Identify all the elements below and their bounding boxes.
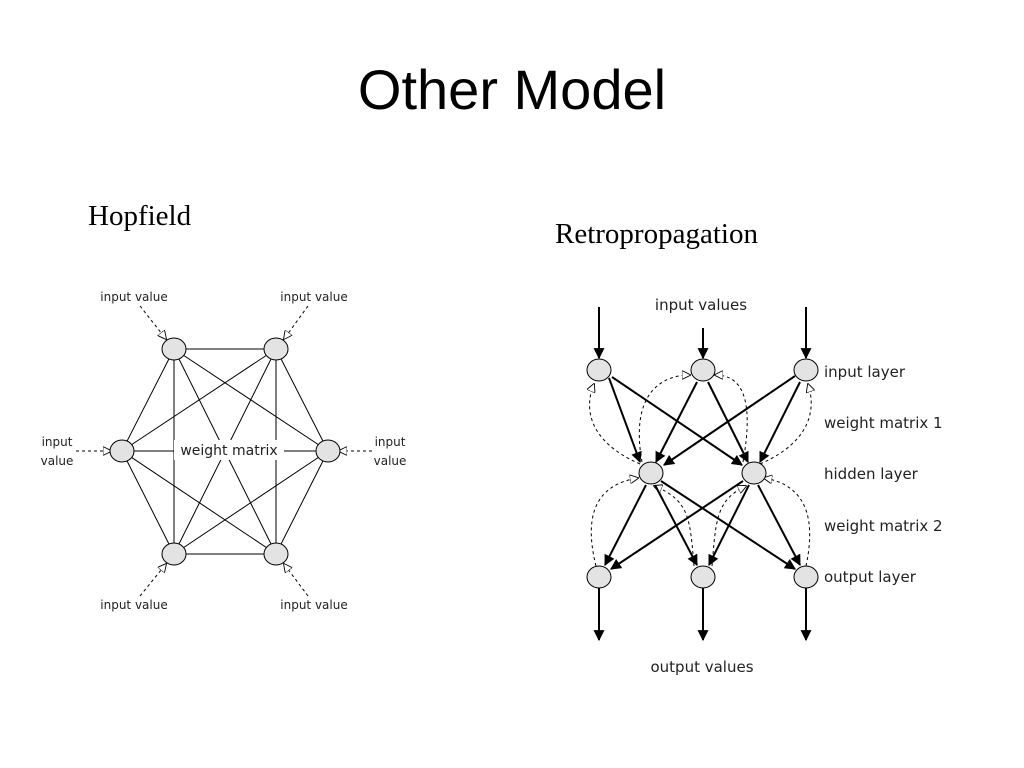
input-layer-node (793, 358, 819, 382)
hidden-layer-node (638, 461, 664, 485)
hopfield-node (109, 439, 135, 463)
output-layer-node (690, 565, 716, 589)
hopfield-heading: Hopfield (88, 200, 192, 232)
weight-matrix-label-bg (174, 440, 284, 460)
weight-matrix-1-label: weight matrix 1 (824, 414, 943, 432)
hopfield-input-label: value (41, 454, 74, 468)
output-layer-label: output layer (824, 568, 917, 586)
retropropagation-heading: Retropropagation (555, 218, 758, 250)
hopfield-nodes (109, 337, 341, 566)
retro-feedback-arcs (590, 375, 812, 567)
hopfield-node (161, 542, 187, 566)
hopfield-node (161, 337, 187, 361)
hidden-layer-label: hidden layer (824, 465, 919, 483)
retropropagation-diagram: input values output values input layer w… (586, 296, 943, 676)
hopfield-node (263, 542, 289, 566)
slide-title: Other Model (357, 58, 667, 121)
input-layer-label: input layer (824, 363, 906, 381)
retro-output-values-label: output values (650, 658, 753, 676)
hopfield-input-label: input value (280, 290, 347, 304)
hopfield-input-label: input (42, 435, 73, 449)
hopfield-input-label: input value (100, 598, 167, 612)
retro-nodes (586, 358, 819, 589)
retro-input-values-label: input values (655, 296, 747, 314)
hopfield-input-label: input value (100, 290, 167, 304)
input-layer-node (586, 358, 612, 382)
hopfield-input-label: input value (280, 598, 347, 612)
retro-forward-arrows (593, 307, 812, 642)
hopfield-input-label: value (374, 454, 407, 468)
output-layer-node (586, 565, 612, 589)
hopfield-input-label: input (375, 435, 406, 449)
hopfield-weight-matrix-label: weight matrix (180, 443, 277, 459)
hopfield-input-arrows (76, 305, 372, 597)
hopfield-diagram: weight matrix input value input value in… (41, 290, 407, 612)
weight-matrix-2-label: weight matrix 2 (824, 517, 943, 535)
input-layer-node (690, 358, 716, 382)
hidden-layer-node (741, 461, 767, 485)
output-layer-node (793, 565, 819, 589)
hopfield-node (263, 337, 289, 361)
hopfield-node (315, 439, 341, 463)
